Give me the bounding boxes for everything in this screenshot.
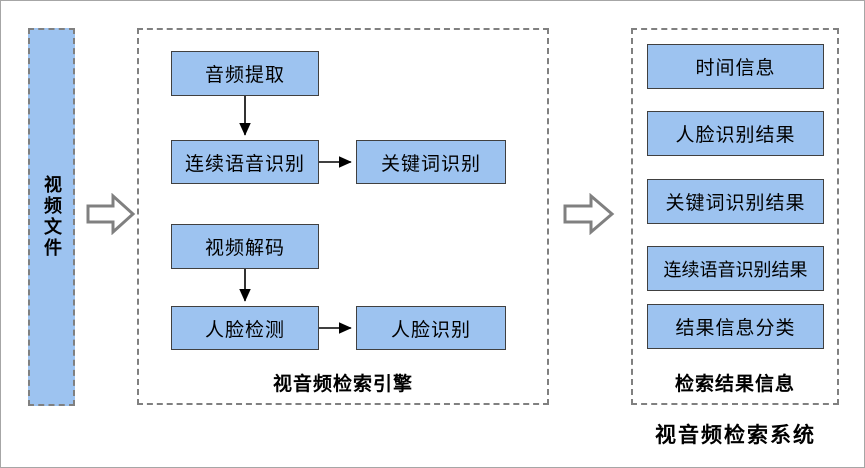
engine-node-video-decode[interactable]: 视频解码 [171,224,319,269]
engine-node-continuous-speech-recognition[interactable]: 连续语音识别 [171,140,319,184]
engine-node-face-recognition[interactable]: 人脸识别 [356,306,506,350]
arrow-input-to-engine-icon [86,193,136,235]
result-item-continuous-speech-recognition-result[interactable]: 连续语音识别结果 [647,246,824,291]
result-item-keyword-recognition-result[interactable]: 关键词识别结果 [647,179,824,224]
results-group-caption: 检索结果信息 [674,374,795,395]
video-file-label: 视频文件 [42,175,62,259]
arrow-engine-to-results-icon [563,193,615,235]
video-file-input-block: 视频文件 [28,28,75,406]
result-item-time-info[interactable]: 时间信息 [647,44,824,89]
engine-node-keyword-recognition[interactable]: 关键词识别 [356,140,506,184]
engine-group-caption: 视音频检索引擎 [272,374,413,395]
engine-node-audio-extract[interactable]: 音频提取 [171,51,319,96]
results-group [631,28,839,405]
result-item-face-recognition-result[interactable]: 人脸识别结果 [647,111,824,156]
result-item-result-info-classification[interactable]: 结果信息分类 [647,304,824,349]
engine-node-face-detection[interactable]: 人脸检测 [171,306,319,350]
system-title: 视音频检索系统 [655,424,816,447]
engine-group [137,28,549,405]
